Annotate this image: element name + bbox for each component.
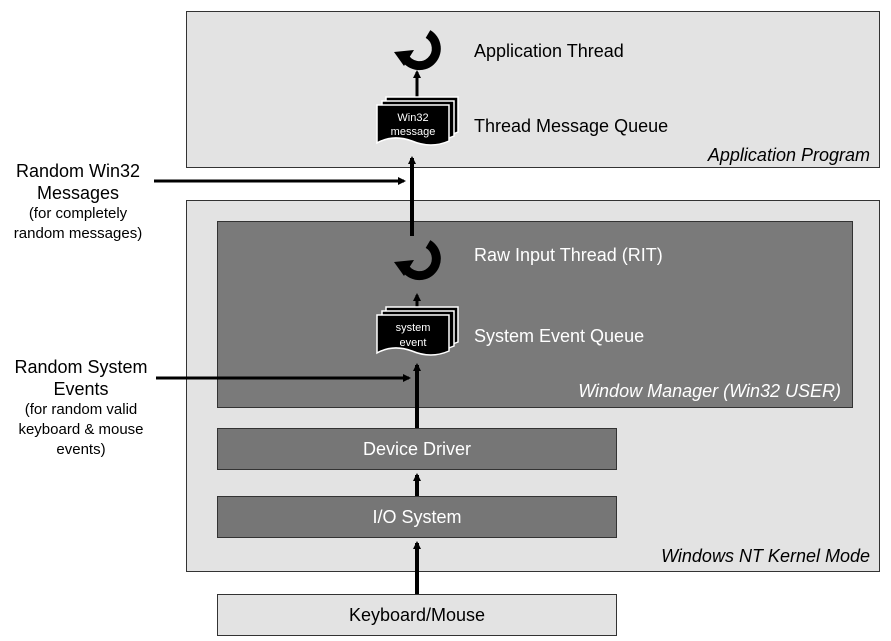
random-system-events-label: Random System Events (for random valid k… <box>0 356 162 460</box>
application-program-box: Application Program <box>186 11 880 168</box>
window-manager-title: Window Manager (Win32 USER) <box>578 381 841 401</box>
raw-input-thread-label: Raw Input Thread (RIT) <box>474 245 663 265</box>
random-win32-line2: Messages <box>36 183 120 203</box>
random-system-line3: (for random valid <box>24 401 138 418</box>
keyboard-mouse-label: Keyboard/Mouse <box>348 605 486 625</box>
io-system-box: I/O System <box>217 496 617 538</box>
win32-doc-line1: Win32 <box>397 112 428 124</box>
random-win32-line1: Random Win32 <box>15 161 141 181</box>
win32-message-document-stack-icon: Win32 message <box>376 96 459 146</box>
random-win32-line4: random messages) <box>13 225 143 242</box>
random-system-line4: keyboard & mouse <box>18 421 144 438</box>
system-doc-line1: system <box>396 322 431 334</box>
application-thread-loop-icon <box>394 30 441 71</box>
application-thread-label: Application Thread <box>474 41 624 61</box>
system-event-queue-label: System Event Queue <box>474 326 645 346</box>
keyboard-mouse-box: Keyboard/Mouse <box>217 594 617 636</box>
application-program-title: Application Program <box>707 145 870 165</box>
random-system-line2: Events <box>53 379 109 399</box>
device-driver-box: Device Driver <box>217 428 617 470</box>
random-win32-messages-label: Random Win32 Messages (for completely ra… <box>0 160 156 244</box>
system-doc-line2: event <box>400 337 427 349</box>
device-driver-label: Device Driver <box>362 439 472 459</box>
system-event-document-stack-icon: system event <box>376 306 459 356</box>
thread-message-queue-label: Thread Message Queue <box>474 116 669 136</box>
raw-input-thread-loop-icon <box>394 240 441 281</box>
random-system-line1: Random System <box>14 357 148 377</box>
random-system-line5: events) <box>56 441 106 458</box>
win32-doc-line2: message <box>391 126 436 138</box>
io-system-label: I/O System <box>372 507 462 527</box>
kernel-mode-title: Windows NT Kernel Mode <box>661 546 870 566</box>
random-win32-line3: (for completely <box>28 205 128 222</box>
